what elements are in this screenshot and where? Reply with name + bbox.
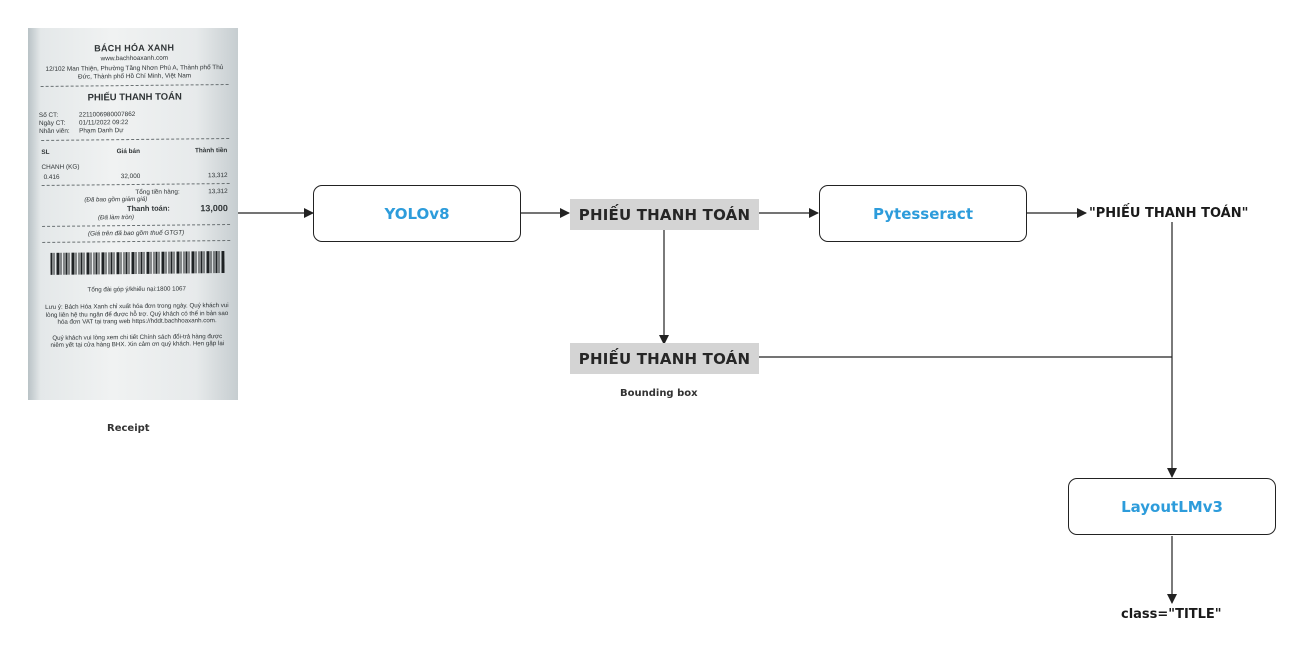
layoutlm-box: LayoutLMv3 bbox=[1068, 478, 1276, 535]
bounding-box-image: PHIẾU THANH TOÁN bbox=[570, 343, 759, 374]
bounding-box-text: PHIẾU THANH TOÁN bbox=[578, 349, 751, 368]
bbox-caption: Bounding box bbox=[620, 388, 698, 399]
yolo-box: YOLOv8 bbox=[313, 185, 521, 242]
receipt-image: BÁCH HÓA XANH www.bachhoaxanh.com 12/102… bbox=[28, 28, 238, 400]
receipt-caption: Receipt bbox=[107, 423, 150, 434]
class-output-text: class="TITLE" bbox=[1121, 607, 1222, 622]
layoutlm-label: LayoutLMv3 bbox=[1121, 497, 1223, 516]
pytesseract-label: Pytesseract bbox=[872, 204, 973, 223]
pytesseract-box: Pytesseract bbox=[819, 185, 1027, 242]
cropped-title-text: PHIẾU THANH TOÁN bbox=[578, 205, 751, 224]
yolo-label: YOLOv8 bbox=[384, 204, 450, 223]
ocr-output-text: "PHIẾU THANH TOÁN" bbox=[1089, 206, 1249, 221]
cropped-title-image: PHIẾU THANH TOÁN bbox=[570, 199, 759, 230]
